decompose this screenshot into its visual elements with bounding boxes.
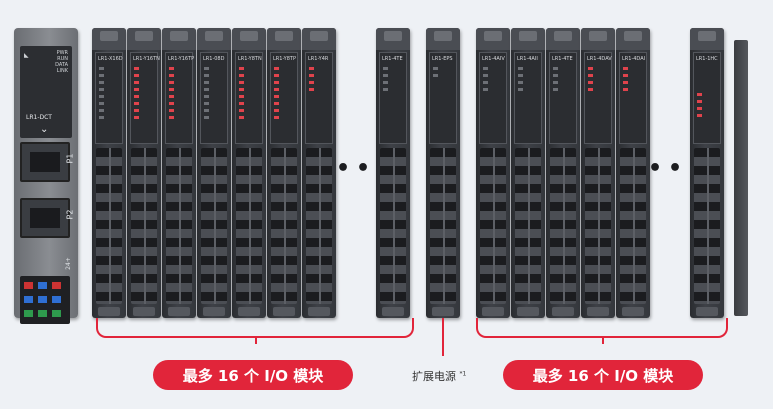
- led-label: LINK: [56, 68, 68, 74]
- module-name: LR1-4DAV: [587, 56, 612, 62]
- port-label: P1: [65, 153, 75, 164]
- expansion-power-label: 扩展电源 *1: [412, 368, 466, 384]
- module-name: LR1-Y8TN: [238, 56, 262, 62]
- chevron-down-icon: ⌄: [40, 124, 49, 135]
- module-name: LR1-Y8TP: [273, 56, 296, 62]
- io-module: LR1-X16D: [92, 28, 126, 318]
- port-label: P2: [65, 209, 75, 220]
- led-label: DATA: [55, 62, 68, 68]
- expansion-power-module: LR1-EPS: [426, 28, 460, 318]
- brand-logo: ◣: [24, 52, 29, 59]
- right-group-label: 最多 16 个 I/O 模块: [503, 360, 703, 390]
- end-plate: [734, 40, 748, 316]
- io-module: LR1-1HC: [690, 28, 724, 318]
- power-label: 24+: [65, 257, 73, 270]
- io-module: LR1-Y16TN: [127, 28, 161, 318]
- io-module: LR1-Y4R: [302, 28, 336, 318]
- io-module: LR1-Y8TN: [232, 28, 266, 318]
- coupler-name: LR1-DCT: [26, 114, 52, 121]
- io-module: LR1-4DAI: [616, 28, 650, 318]
- right-group-bracket: [476, 318, 728, 344]
- ethernet-port-2: [20, 198, 70, 238]
- io-module: LR1-4DAV: [581, 28, 615, 318]
- module-name: LR1-X16D: [98, 56, 123, 62]
- module-name: LR1-4TE: [382, 56, 403, 62]
- power-terminal: [20, 276, 70, 324]
- left-group-bracket: [96, 318, 414, 344]
- footnote-marker: *1: [459, 370, 467, 378]
- coupler-module: ◣ PWR RUN DATA LINK LR1-DCT ⌄ P1 P2 24+: [14, 28, 78, 324]
- module-name: LR1-4DAI: [622, 56, 646, 62]
- io-module: LR1-Y16TP: [162, 28, 196, 318]
- ethernet-port-1: [20, 142, 70, 182]
- module-name: LR1-Y4R: [308, 56, 329, 62]
- module-name: LR1-4AIV: [482, 56, 505, 62]
- left-group-label: 最多 16 个 I/O 模块: [153, 360, 353, 390]
- led-label: RUN: [57, 56, 68, 62]
- led-label: PWR: [56, 50, 68, 56]
- expansion-text: 扩展电源: [412, 370, 456, 383]
- io-module: LR1-08D: [197, 28, 231, 318]
- io-module: LR1-4AIV: [476, 28, 510, 318]
- module-name: LR1-Y16TN: [133, 56, 160, 62]
- module-name: LR1-4AII: [517, 56, 538, 62]
- io-module: LR1-4TE: [546, 28, 580, 318]
- module-name: LR1-1HC: [696, 56, 718, 62]
- io-module: LR1-Y8TP: [267, 28, 301, 318]
- module-name: LR1-EPS: [432, 56, 453, 62]
- io-module: LR1-4AII: [511, 28, 545, 318]
- module-name: LR1-Y16TP: [168, 56, 195, 62]
- module-name: LR1-08D: [203, 56, 225, 62]
- expansion-pointer: [442, 318, 444, 356]
- io-module: LR1-4TE: [376, 28, 410, 318]
- coupler-status-panel: ◣ PWR RUN DATA LINK LR1-DCT ⌄: [20, 46, 72, 138]
- module-name: LR1-4TE: [552, 56, 573, 62]
